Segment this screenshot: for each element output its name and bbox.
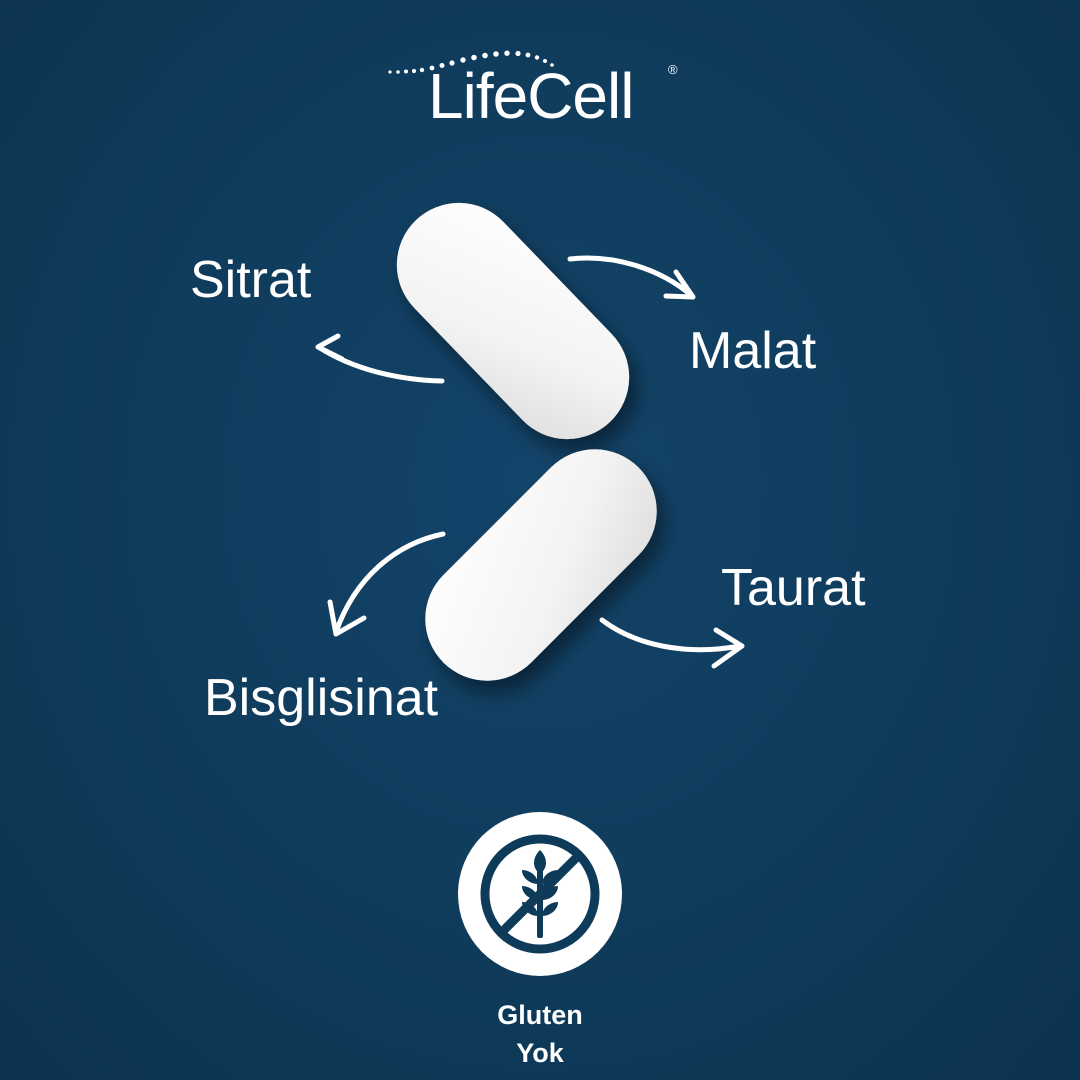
badge-label-line2: Yok	[516, 1038, 564, 1068]
tablet-top	[396, 202, 630, 440]
logo-dotted-arc-icon	[388, 50, 554, 74]
arrow-to-sitrat-icon	[315, 333, 445, 384]
label-taurat: Taurat	[721, 559, 866, 617]
brand-logo: LifeCell ®	[386, 46, 686, 128]
arrow-to-malat-icon	[567, 255, 696, 300]
label-malat: Malat	[689, 322, 817, 380]
badge-label-line1: Gluten	[497, 1000, 583, 1030]
no-gluten-wheat-icon	[458, 812, 622, 976]
arrow-to-taurat-icon	[599, 617, 745, 669]
registered-mark: ®	[668, 62, 678, 77]
tablet-bottom	[425, 449, 657, 681]
label-bisglisinat: Bisglisinat	[204, 669, 439, 727]
brand-name: LifeCell	[428, 60, 634, 132]
label-sitrat: Sitrat	[190, 251, 312, 309]
arrow-to-bisglisinat-icon	[327, 531, 446, 637]
